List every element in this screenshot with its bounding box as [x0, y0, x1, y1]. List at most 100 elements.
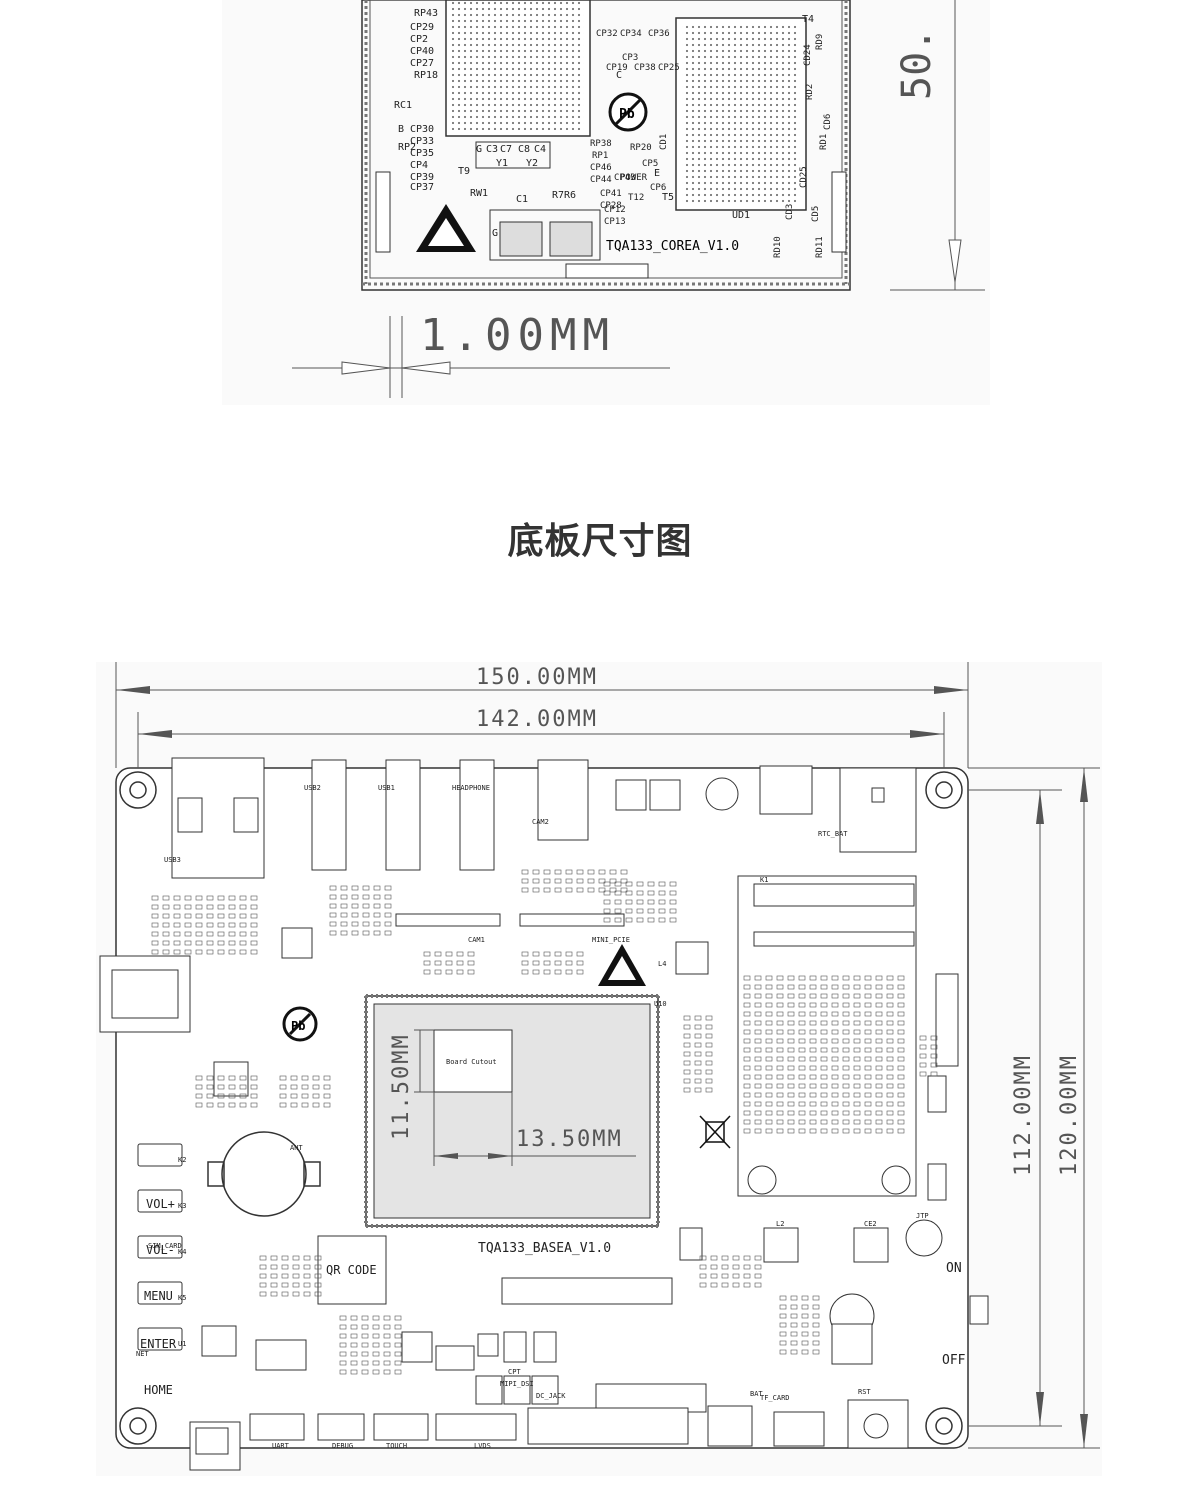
core-crystal-block	[475, 141, 551, 169]
smd-pad	[620, 887, 628, 893]
smd-pad	[603, 908, 611, 914]
smd-pad	[853, 1083, 861, 1089]
core-component-label: CP29	[410, 22, 434, 33]
smd-pad	[683, 1042, 691, 1048]
smd-pad	[350, 1333, 358, 1339]
smd-pad	[565, 960, 573, 966]
dim-width-outer: 150.00MM	[115, 662, 969, 768]
smd-pad	[732, 1255, 740, 1261]
smd-pad	[694, 1024, 702, 1030]
ic-packages	[213, 927, 709, 1371]
smd-pad	[897, 1074, 905, 1080]
smd-pad	[598, 869, 606, 875]
core-component-label: C3	[486, 144, 498, 155]
connector-label: UART	[272, 1442, 290, 1450]
svg-text:50.: 50.	[894, 28, 940, 100]
smd-pad	[340, 903, 348, 909]
core-dim-bottom: 1.00MM	[292, 310, 670, 398]
smd-pad	[554, 887, 562, 893]
smd-pad	[886, 1083, 894, 1089]
smd-pad	[250, 1102, 258, 1108]
smd-pad	[206, 940, 214, 946]
smd-pad	[184, 931, 192, 937]
core-component-label: CP38	[634, 63, 656, 73]
core-component-label: CP44	[590, 175, 612, 185]
smd-pad	[362, 885, 370, 891]
core-component-label: CP32	[596, 29, 618, 39]
smd-pad	[705, 1042, 713, 1048]
connector-label: U1	[178, 1340, 186, 1348]
smd-pad	[798, 1110, 806, 1116]
smd-pad	[743, 1128, 751, 1134]
smd-pad	[250, 895, 258, 901]
smd-pad	[647, 908, 655, 914]
core-component-label: T12	[628, 193, 644, 203]
smd-pad	[776, 993, 784, 999]
smd-pad	[195, 931, 203, 937]
smd-pad	[897, 1128, 905, 1134]
smd-pad	[217, 1075, 225, 1081]
smd-pad	[314, 1255, 322, 1261]
smd-pad	[732, 1282, 740, 1288]
smd-pad	[362, 903, 370, 909]
core-component-label: CP40	[410, 46, 434, 57]
smd-pad	[340, 885, 348, 891]
smd-pad	[743, 1101, 751, 1107]
smd-pad	[694, 1078, 702, 1084]
smd-pad	[886, 993, 894, 999]
smd-pad	[798, 984, 806, 990]
smd-pad	[301, 1093, 309, 1099]
core-component-label: CP33	[410, 136, 434, 147]
smd-pad	[842, 1029, 850, 1035]
core-component-label: RD1	[819, 134, 829, 150]
dim-height-outer: 120.00MM	[968, 767, 1100, 1449]
smd-pad	[151, 931, 159, 937]
smd-pad	[809, 1047, 817, 1053]
smd-pad	[614, 890, 622, 896]
smd-pad	[151, 940, 159, 946]
smd-pad	[787, 1110, 795, 1116]
smd-pad	[636, 899, 644, 905]
top-connectors	[171, 757, 917, 879]
connector-label: K1	[760, 876, 768, 884]
smd-component-field	[151, 869, 938, 1375]
smd-pad	[897, 1047, 905, 1053]
smd-pad	[162, 940, 170, 946]
smd-pad	[239, 931, 247, 937]
connector-label: L4	[658, 960, 666, 968]
smd-pad	[875, 1101, 883, 1107]
smd-pad	[875, 1092, 883, 1098]
core-component-label: CP39	[410, 172, 434, 183]
base-pb-free-icon: Pb	[282, 1006, 318, 1042]
smd-pad	[350, 1351, 358, 1357]
smd-pad	[339, 1342, 347, 1348]
smd-pad	[842, 1047, 850, 1053]
smd-pad	[754, 1264, 762, 1270]
smd-pad	[694, 1069, 702, 1075]
dim-cutout-w: 13.50MM	[433, 1092, 636, 1166]
connector-label: L2	[776, 1220, 784, 1228]
smd-pad	[554, 951, 562, 957]
smd-pad	[329, 921, 337, 927]
smd-pad	[195, 1093, 203, 1099]
smd-pad	[765, 1029, 773, 1035]
smd-pad	[543, 969, 551, 975]
smd-pad	[314, 1264, 322, 1270]
smd-pad	[292, 1282, 300, 1288]
smd-pad	[779, 1331, 787, 1337]
fpc-connectors	[395, 913, 707, 1445]
smd-pad	[820, 1083, 828, 1089]
smd-pad	[820, 1074, 828, 1080]
smd-pad	[239, 895, 247, 901]
core-component-label: R7	[552, 190, 564, 201]
smd-pad	[842, 1092, 850, 1098]
smd-pad	[875, 984, 883, 990]
smd-pad	[820, 1101, 828, 1107]
smd-pad	[809, 975, 817, 981]
core-component-label: RC1	[394, 100, 412, 111]
smd-pad	[456, 960, 464, 966]
smd-pad	[897, 975, 905, 981]
smd-pad	[765, 1047, 773, 1053]
smd-pad	[809, 1038, 817, 1044]
connector-label: MINI_PCIE	[592, 936, 630, 944]
